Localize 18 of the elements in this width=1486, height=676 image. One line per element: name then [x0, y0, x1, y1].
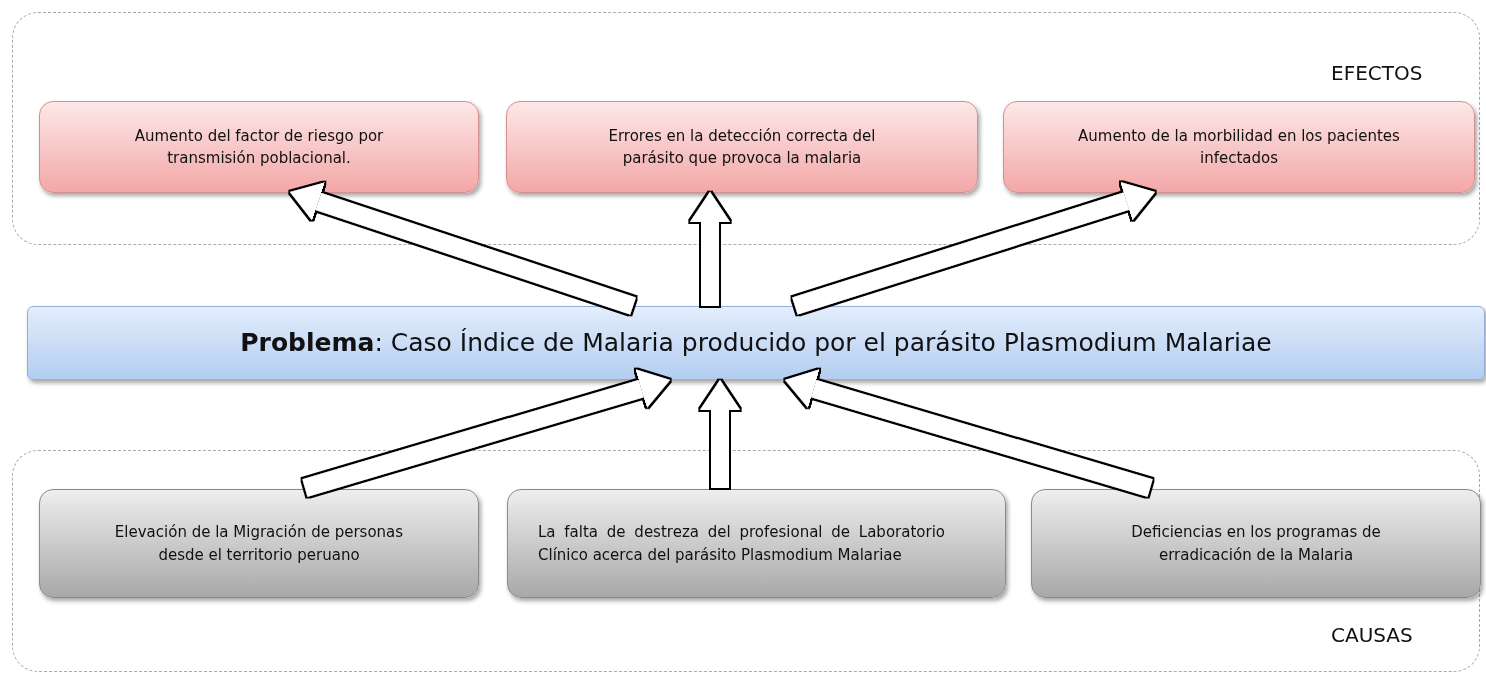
node-text: Errores en la detección correcta del parásito que provoca la malaria [607, 125, 877, 169]
node-text: La falta de destreza del profesional de Laboratorio Clínico acerca del parásito Plasmodium Malariae [538, 522, 945, 566]
group-heading: EFECTOS [1331, 61, 1423, 85]
effect-box [39, 101, 479, 193]
problem-bar [27, 306, 1485, 380]
cause-box [39, 489, 479, 598]
node-text: Elevación de la Migración de personas desde el territorio peruano [113, 522, 405, 566]
node-text: Problema: Caso Índice de Malaria producido por el parásito Plasmodium Malariae [240, 327, 1272, 360]
effects-group [12, 12, 1480, 245]
effect-box [1003, 101, 1475, 193]
group-heading: CAUSAS [1331, 623, 1413, 647]
cause-box [1031, 489, 1481, 598]
node-text: Deficiencias en los programas de erradicación de la Malaria [1130, 522, 1382, 566]
effect-box [506, 101, 978, 193]
node-text: Aumento de la morbilidad en los pacientes infectados [1077, 125, 1401, 169]
causes-group [12, 450, 1480, 672]
node-text: Aumento del factor de riesgo por transmisión poblacional. [133, 125, 385, 169]
cause-box [507, 489, 1006, 598]
